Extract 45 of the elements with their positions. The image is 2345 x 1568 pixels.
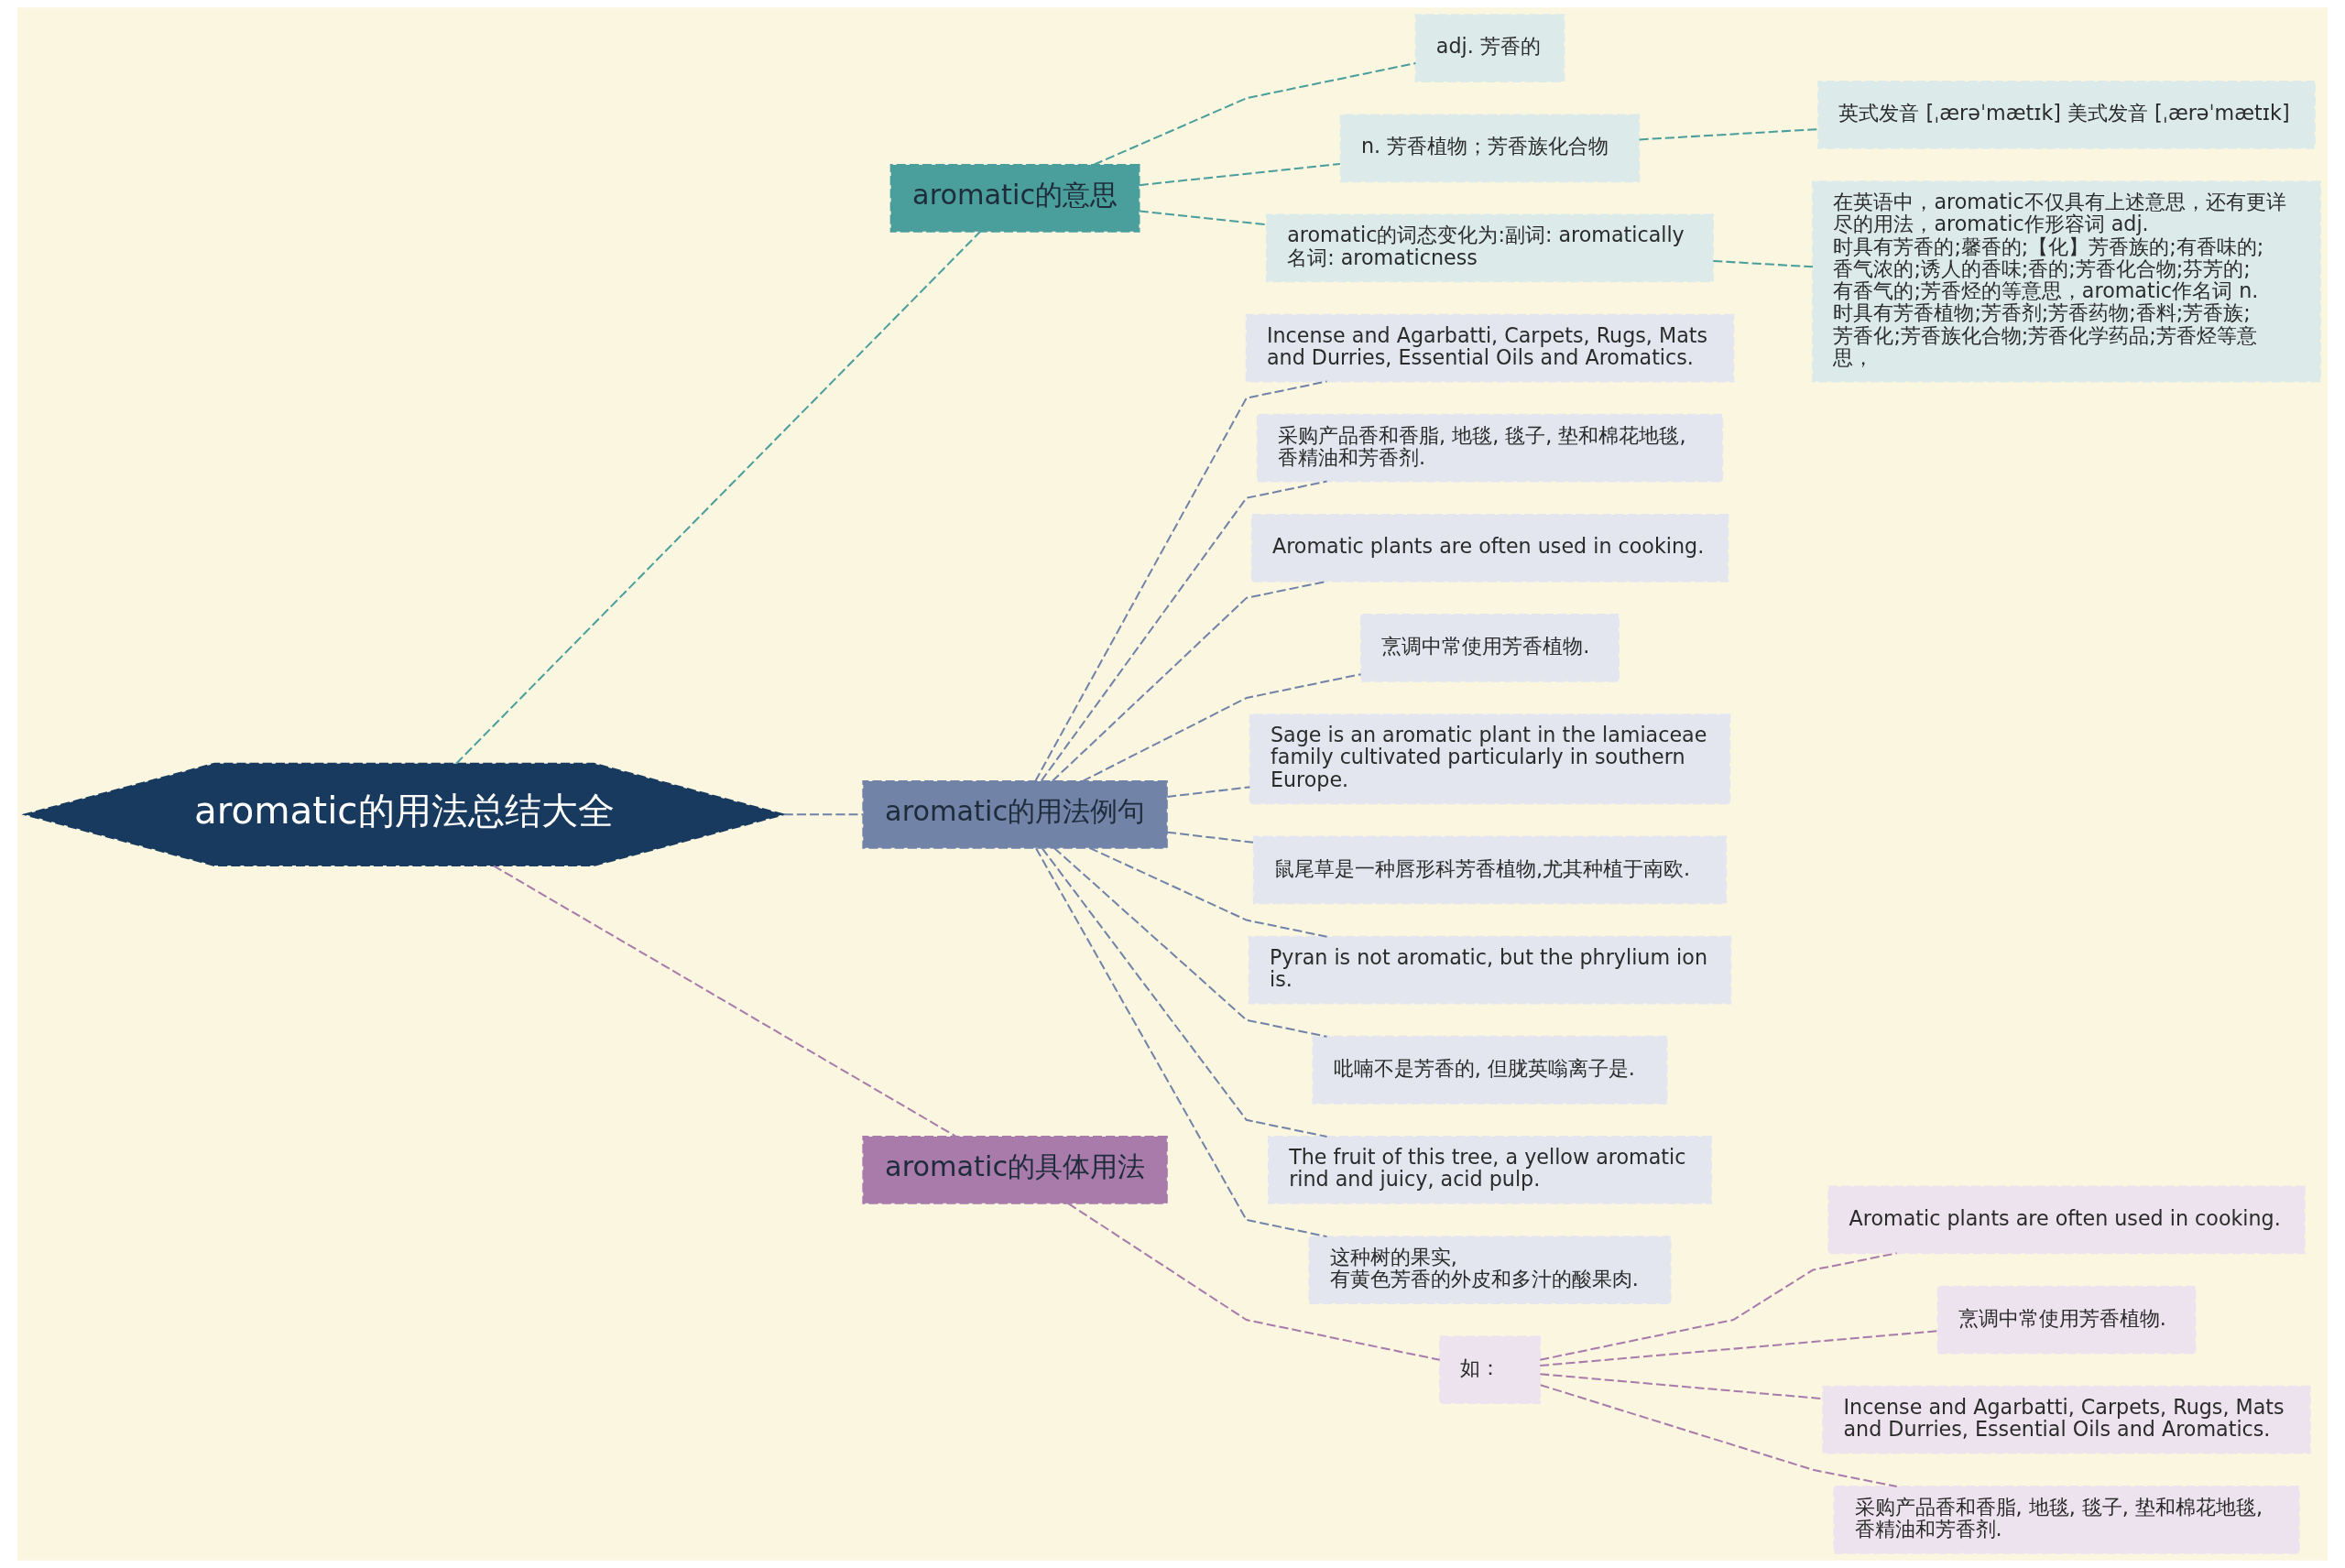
connector: [1713, 259, 1814, 268]
connector: [1639, 128, 1818, 141]
node-box: 吡喃不是芳香的, 但胧英嗡离子是.: [1312, 1035, 1668, 1105]
node-box: n. 芳香植物；芳香族化合物: [1339, 114, 1641, 183]
node-box: 在英语中，aromatic不仅具有上述意思，还有更详尽的用法，aromatic作形容词 adj. 时具有芳香的;馨香的;【化】芳香族的;有香味的;香气浓的;诱人的香味;香的;芳香化合物;芬芳的;有香气的;芳香烃的等意思，aromatic作名词 n. 时具有芳香植物;芳香剂;芳香药物;香料;芳香族;芳香化;芳香族化合物;芳香化学药品;芳香烃等意思，: [1812, 180, 2321, 383]
connector: [1167, 831, 1254, 844]
connector: [1093, 62, 1416, 166]
connector: [1139, 162, 1341, 187]
node-box: 采购产品香和香脂, 地毯, 毯子, 垫和棉花地毯, 香精油和芳香剂.: [1833, 1485, 2300, 1554]
node-box: Incense and Agarbatti, Carpets, Rugs, Mats and Durries, Essential Oils and Aromatics.: [1822, 1385, 2311, 1454]
node-box: aromatic的词态变化为:副词: aromatically 名词: aromaticness: [1265, 213, 1715, 283]
node-box: aromatic的用法例句: [862, 779, 1168, 849]
connector: [455, 231, 981, 765]
connector: [1053, 847, 1327, 1038]
connector: [493, 865, 956, 1138]
connector: [1067, 1203, 1440, 1361]
node-box: 烹调中常使用芳香植物.: [1360, 614, 1620, 682]
node-box: adj. 芳香的: [1414, 14, 1565, 83]
node-box: Aromatic plants are often used in cooking.: [1250, 513, 1729, 583]
connector: [1042, 847, 1327, 1138]
node-box: Sage is an aromatic plant in the lamiaceae family cultivated particularly in southern Europe.: [1249, 713, 1731, 805]
connector: [1540, 1252, 1897, 1361]
node-box: Pyran is not aromatic, but the phrylium ion is.: [1248, 935, 1732, 1005]
node-box: aromatic的具体用法: [862, 1136, 1168, 1204]
connector: [783, 813, 864, 816]
node-box: 这种树的果实, 有黄色芳香的外皮和多汁的酸果肉.: [1308, 1236, 1672, 1304]
node-box: 英式发音 [ˌærəˈmætɪk] 美式发音 [ˌærəˈmætɪk]: [1817, 81, 2316, 149]
connector: [1167, 786, 1250, 798]
node-box: Aromatic plants are often used in cooking.: [1827, 1185, 2306, 1255]
node-box: Incense and Agarbatti, Carpets, Rugs, Mats and Durries, Essential Oils and Aromatics.: [1245, 313, 1735, 383]
connector: [1082, 673, 1361, 782]
connector: [1034, 380, 1327, 782]
connector: [1540, 1384, 1897, 1487]
connector: [1089, 846, 1327, 938]
node-box: 烹调中常使用芳香植物.: [1936, 1285, 2197, 1355]
node-box: The fruit of this tree, a yellow aromatic rind and juicy, acid pulp.: [1267, 1136, 1712, 1204]
node-box: 采购产品香和香脂, 地毯, 毯子, 垫和棉花地毯, 香精油和芳香剂.: [1256, 413, 1724, 483]
connector: [1540, 1373, 1823, 1400]
node-box: 鼠尾草是一种唇形科芳香植物,尤其种植于南欧.: [1252, 835, 1728, 905]
connector: [1041, 480, 1327, 781]
connector: [1540, 1330, 1938, 1367]
connector: [1139, 210, 1267, 226]
node-box: 如：: [1438, 1335, 1542, 1405]
node-box: aromatic的意思: [889, 163, 1140, 233]
connector: [1035, 847, 1327, 1238]
